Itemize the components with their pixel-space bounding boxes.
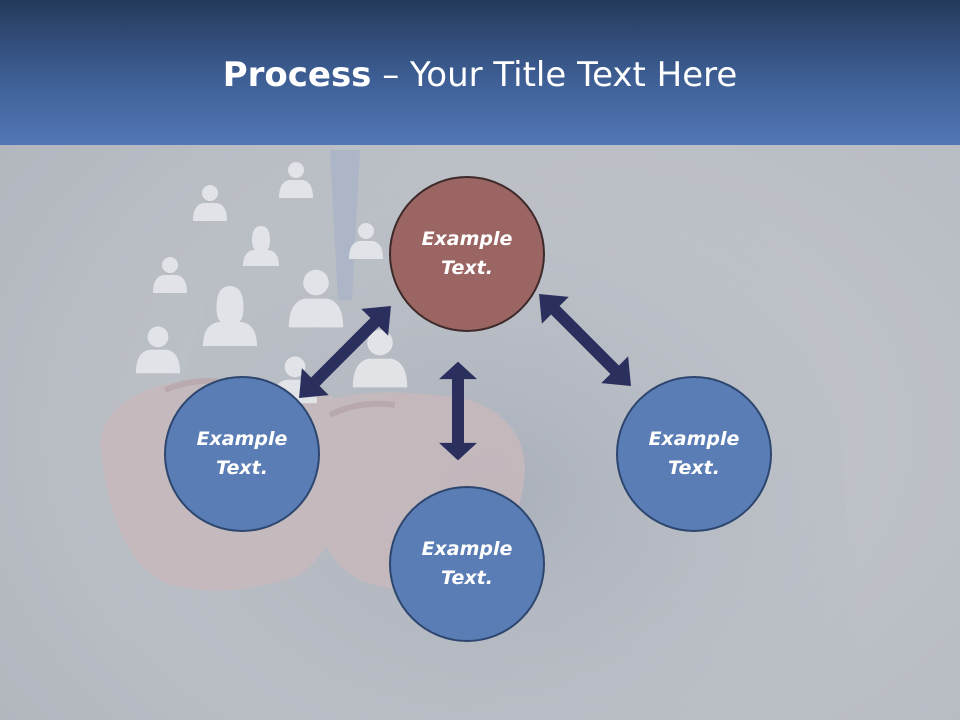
node-left-label: Example Text.	[196, 428, 288, 479]
title-rest: – Your Title Text Here	[371, 55, 738, 95]
node-bottom-label: Example Text.	[421, 538, 513, 589]
double-arrow-icon	[439, 361, 477, 461]
double-arrow-icon	[525, 280, 645, 400]
node-left: Example Text.	[164, 376, 320, 532]
title-bar: Process – Your Title Text Here	[0, 0, 960, 145]
node-bottom: Example Text.	[389, 486, 545, 642]
node-top: Example Text.	[389, 176, 545, 332]
slide-title: Process – Your Title Text Here	[0, 52, 960, 98]
node-right-label: Example Text.	[648, 428, 740, 479]
double-arrow-icon	[285, 292, 405, 412]
tie-shape	[330, 150, 360, 300]
node-top-label: Example Text.	[421, 228, 513, 279]
title-bold: Process	[222, 55, 372, 95]
node-right: Example Text.	[616, 376, 772, 532]
